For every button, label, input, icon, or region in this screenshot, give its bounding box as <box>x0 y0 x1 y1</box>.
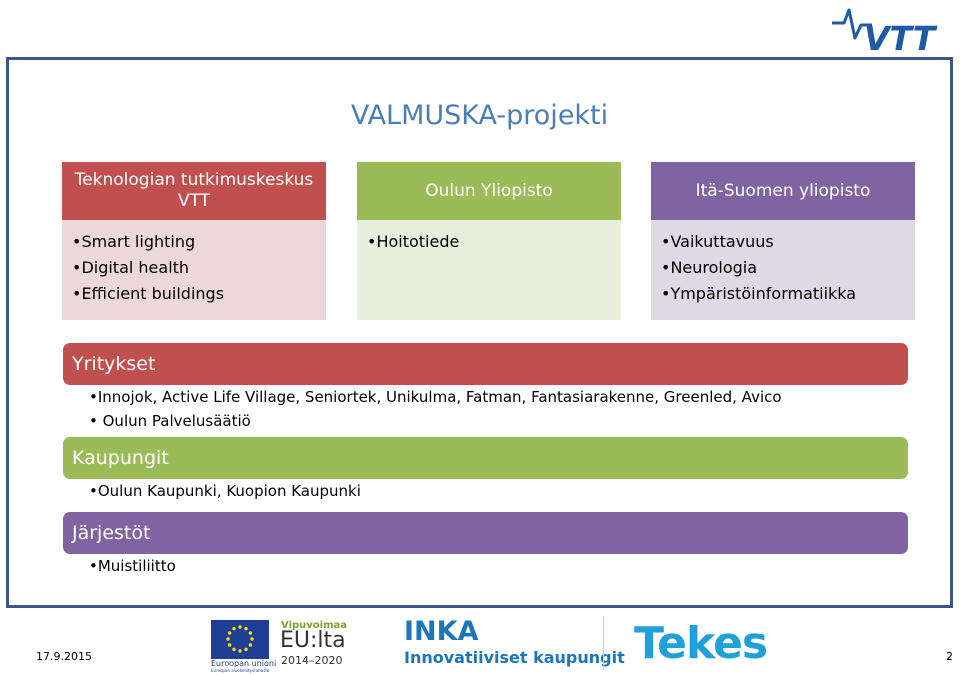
slide-title: VALMUSKA-projekti <box>350 100 609 131</box>
eu-flag-logo <box>211 620 269 659</box>
tekes-logo: Tekes <box>634 618 768 669</box>
card-body: Vaikuttavuus Neurologia Ympäristöinforma… <box>651 220 915 320</box>
card-vtt: Teknologian tutkimuskeskus VTT Smart lig… <box>62 162 326 320</box>
list-item: Innojok, Active Life Village, Seniortek,… <box>89 385 782 409</box>
vtt-logo-mark: VTT <box>832 8 938 54</box>
list-item: Oulun Palvelusäätiö <box>89 409 782 433</box>
list-item: Ympäristöinformatiikka <box>661 281 905 307</box>
inka-logo-subtitle: Innovatiiviset kaupungit <box>404 648 625 667</box>
list-item: Hoitotiede <box>367 229 611 255</box>
card-oulun-yliopisto: Oulun Yliopisto Hoitotiede <box>357 162 621 320</box>
vtt-logo: VTT <box>828 4 956 54</box>
list-item: Vaikuttavuus <box>661 229 905 255</box>
content-frame: VALMUSKA-projekti Teknologian tutkimuske… <box>6 57 953 608</box>
card-body: Hoitotiede <box>357 220 621 320</box>
list-item: Smart lighting <box>72 229 316 255</box>
eu-stars-icon <box>226 625 254 653</box>
list-item: Muistiliitto <box>89 554 176 578</box>
inka-logo-title: INKA <box>404 616 479 647</box>
card-heading: Teknologian tutkimuskeskus VTT <box>62 162 326 220</box>
logo-divider <box>603 616 604 670</box>
card-ita-suomen-yliopisto: Itä-Suomen yliopisto Vaikuttavuus Neurol… <box>651 162 915 320</box>
group-bar-yritykset: Yritykset <box>63 343 908 385</box>
list-item: Digital health <box>72 255 316 281</box>
eu-caption: Euroopan unioni <box>211 659 277 668</box>
card-heading: Oulun Yliopisto <box>357 162 621 220</box>
vipuvoimaa-eu: EU:lta <box>280 628 346 653</box>
card-body: Smart lighting Digital health Efficient … <box>62 220 326 320</box>
group-bar-jarjestot: Järjestöt <box>63 512 908 554</box>
group-items-jarjestot: Muistiliitto <box>89 554 176 578</box>
group-items-yritykset: Innojok, Active Life Village, Seniortek,… <box>89 385 782 433</box>
list-item: Efficient buildings <box>72 281 316 307</box>
eu-subcaption: Euroopan aluekehitysrahasto <box>211 668 270 673</box>
page-number: 2 <box>946 650 953 663</box>
group-bar-kaupungit: Kaupungit <box>63 437 908 479</box>
vipuvoimaa-title: Vipuvoimaa <box>281 620 348 631</box>
card-heading: Itä-Suomen yliopisto <box>651 162 915 220</box>
list-item: Oulun Kaupunki, Kuopion Kaupunki <box>89 479 361 503</box>
vtt-logo-text: VTT <box>864 19 938 54</box>
vipuvoimaa-years: 2014–2020 <box>281 654 343 667</box>
group-items-kaupungit: Oulun Kaupunki, Kuopion Kaupunki <box>89 479 361 503</box>
slide-date: 17.9.2015 <box>36 650 92 663</box>
list-item: Neurologia <box>661 255 905 281</box>
